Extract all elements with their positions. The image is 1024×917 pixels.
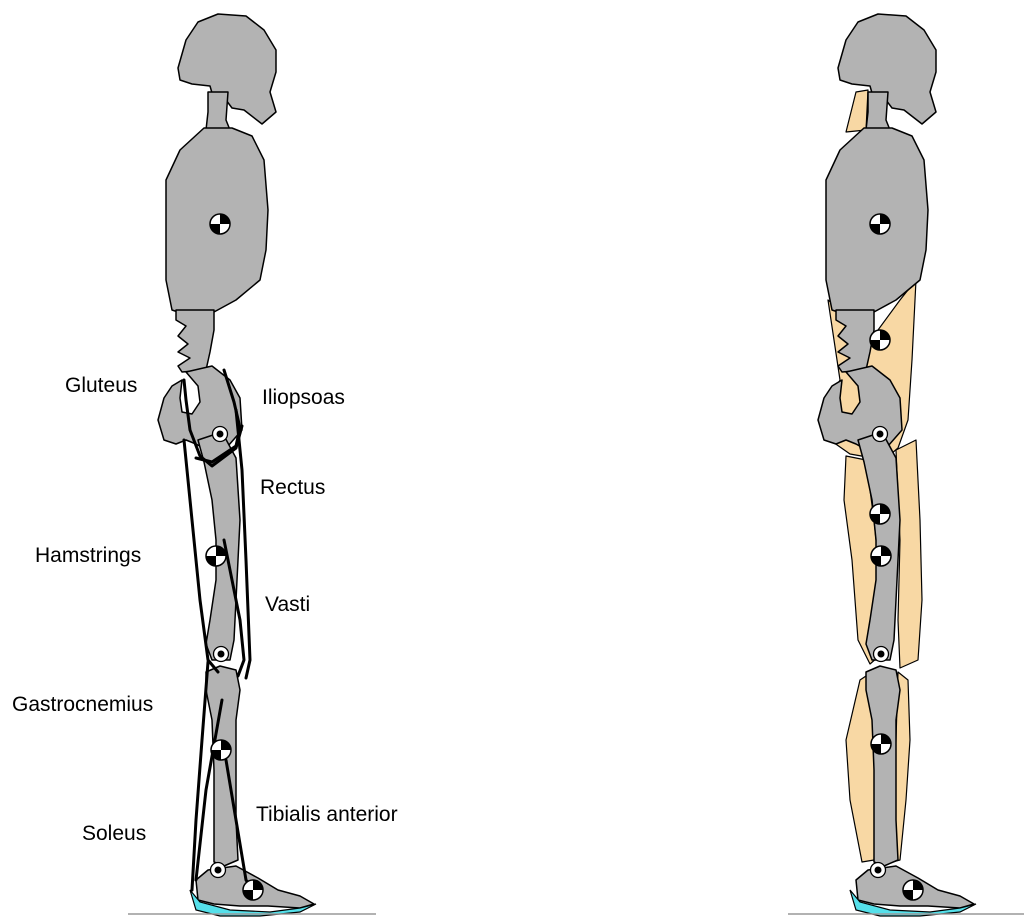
label-tibialis-anterior: Tibialis anterior [256,803,398,826]
right-torso-com [870,214,890,234]
left-foot-com [243,880,263,900]
right-thigh-com [871,546,891,566]
left-thigh-com [206,546,226,566]
left-ankle-joint [211,863,226,878]
left-knee-joint [214,647,229,662]
left-figure: Gluteus Iliopsoas Rectus Hamstrings Vast… [12,14,398,916]
left-hip-joint [213,427,228,442]
left-skeleton [158,14,314,908]
right-ankle-joint [871,863,886,878]
right-thigh-muscle-com [870,504,890,524]
label-gluteus: Gluteus [65,374,137,397]
label-hamstrings: Hamstrings [35,544,141,567]
label-soleus: Soleus [82,822,146,845]
label-gastrocnemius: Gastrocnemius [12,693,153,716]
right-figure [788,14,1024,916]
label-iliopsoas: Iliopsoas [262,386,345,409]
right-shank-com [871,734,891,754]
label-rectus: Rectus [260,476,325,499]
right-hip-muscle-com [870,330,890,350]
left-torso-com [210,214,230,234]
left-shank-com [211,740,231,760]
right-foot-com [903,880,923,900]
right-skeleton [818,14,974,908]
right-knee-joint [874,647,889,662]
label-vasti: Vasti [265,593,310,616]
right-hip-joint [873,427,888,442]
